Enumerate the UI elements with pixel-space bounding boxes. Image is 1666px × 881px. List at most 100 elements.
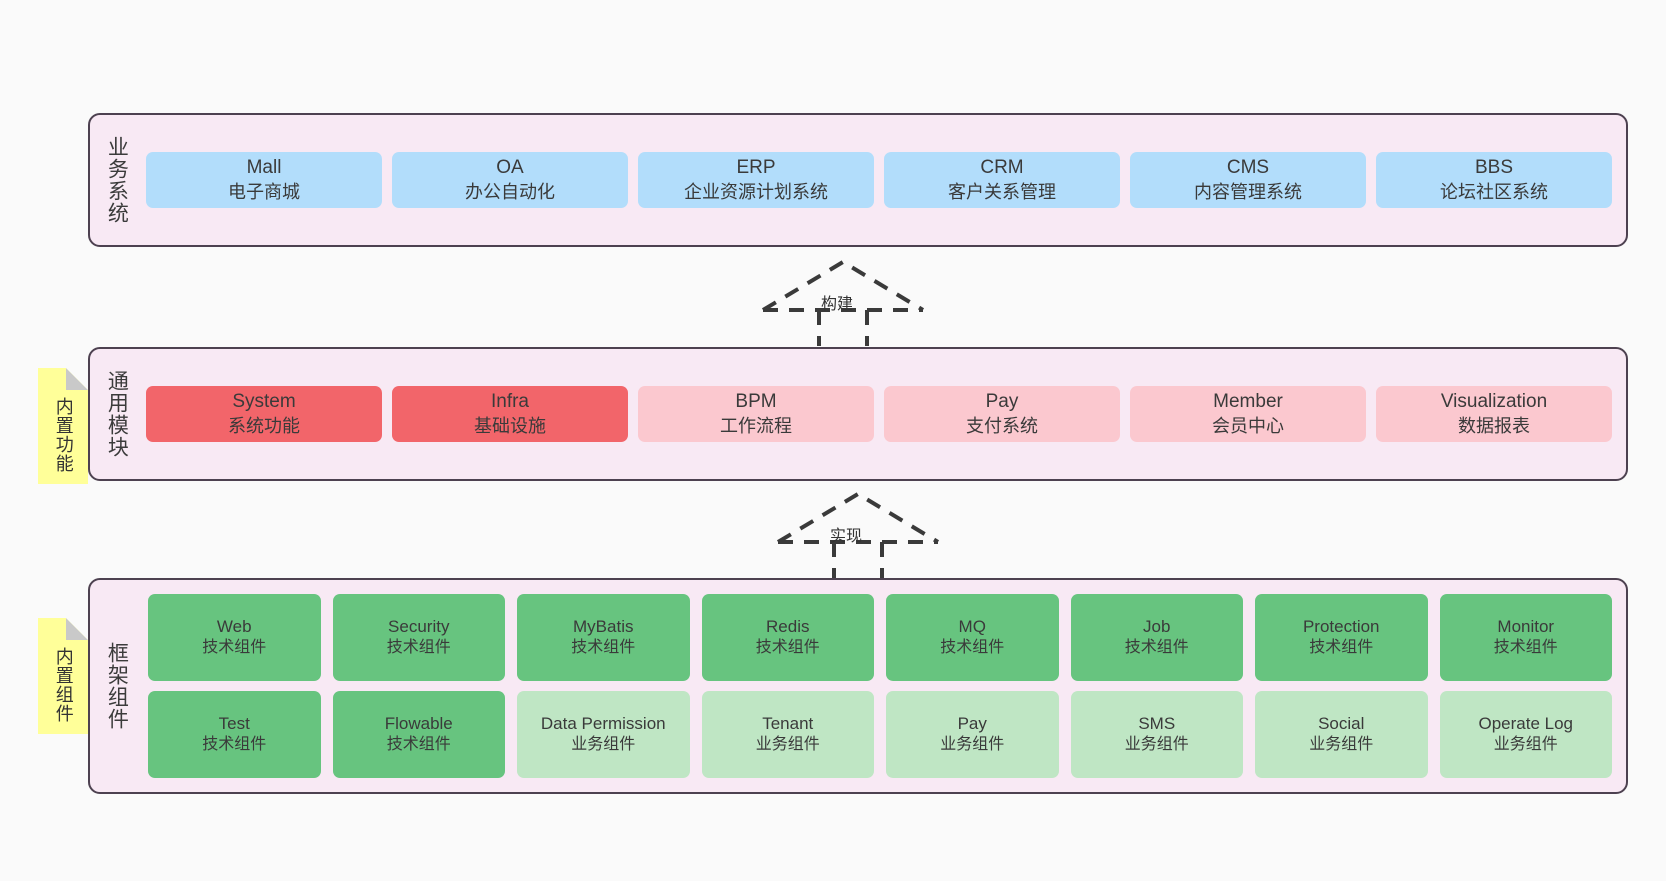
layer-business-system-label: 业务系统 <box>105 136 129 224</box>
node-title-en: CRM <box>980 156 1024 178</box>
node-title-cn: 技术组件 <box>940 639 1005 657</box>
node-bpm[interactable]: BPM 工作流程 <box>638 385 874 443</box>
node-title-cn: 业务组件 <box>940 736 1005 754</box>
node-title-cn: 会员中心 <box>1212 415 1284 436</box>
connector-build-label: 构建 <box>821 296 854 313</box>
connector-implement-label: 实现 <box>830 528 863 545</box>
node-title-cn: 客户关系管理 <box>948 181 1056 202</box>
node-title-en: BBS <box>1474 156 1514 178</box>
node-title-en: ERP <box>736 156 776 178</box>
node-title-en: Redis <box>766 617 810 637</box>
sticky-note-text: 内置功能 <box>53 397 74 473</box>
node-social[interactable]: Social 业务组件 <box>1255 691 1428 778</box>
node-title-en: BPM <box>735 390 777 412</box>
node-title-en: Tenant <box>762 714 814 734</box>
node-title-cn: 技术组件 <box>755 639 820 657</box>
node-job[interactable]: Job 技术组件 <box>1070 594 1243 681</box>
node-infra[interactable]: Infra 基础设施 <box>392 385 628 443</box>
connector-implement[interactable]: 实现 <box>772 490 944 578</box>
node-title-en: System <box>232 390 296 412</box>
node-oa[interactable]: OA 办公自动化 <box>392 151 628 209</box>
layer-business-system[interactable]: 业务系统 Mall 电子商城 OA 办公自动化 ERP 企业资源计划系统 CRM… <box>88 113 1628 247</box>
node-erp[interactable]: ERP 企业资源计划系统 <box>638 151 874 209</box>
node-data-permission[interactable]: Data Permission 业务组件 <box>517 691 690 778</box>
node-title-cn: 系统功能 <box>228 415 300 436</box>
node-title-en: OA <box>496 156 524 178</box>
node-title-en: MQ <box>958 617 986 637</box>
node-title-en: Flowable <box>384 714 453 734</box>
sticky-fold-corner-icon <box>66 368 88 390</box>
node-flowable[interactable]: Flowable 技术组件 <box>332 691 505 778</box>
node-title-en: Security <box>388 617 450 637</box>
node-pay-module[interactable]: Pay 支付系统 <box>884 385 1120 443</box>
node-title-cn: 支付系统 <box>966 415 1038 436</box>
node-protection[interactable]: Protection 技术组件 <box>1255 594 1428 681</box>
node-title-en: Visualization <box>1440 390 1548 412</box>
node-mybatis[interactable]: MyBatis 技术组件 <box>517 594 690 681</box>
sticky-note-builtin-features[interactable]: 内置功能 <box>38 368 88 484</box>
layer-framework-component-label: 框架组件 <box>105 642 129 730</box>
node-title-en: Test <box>218 714 250 734</box>
node-title-cn: 技术组件 <box>1124 639 1189 657</box>
node-title-cn: 数据报表 <box>1458 415 1530 436</box>
common-module-node-grid: System 系统功能 Infra 基础设施 BPM 工作流程 Pay 支付系统… <box>138 349 1626 479</box>
layer-common-module[interactable]: 通用模块 System 系统功能 Infra 基础设施 BPM 工作流程 Pay… <box>88 347 1628 481</box>
sticky-note-text: 内置组件 <box>53 647 74 723</box>
node-title-en: Pay <box>957 714 987 734</box>
layer-framework-component[interactable]: 框架组件 Web 技术组件 Security 技术组件 MyBatis 技术组件… <box>88 578 1628 794</box>
node-title-en: Monitor <box>1497 617 1555 637</box>
node-system[interactable]: System 系统功能 <box>146 385 382 443</box>
node-title-en: Mall <box>246 156 282 178</box>
node-title-en: Job <box>1143 617 1171 637</box>
node-title-cn: 技术组件 <box>386 639 451 657</box>
node-title-cn: 工作流程 <box>720 415 792 436</box>
layer-common-module-label: 通用模块 <box>105 370 129 458</box>
sticky-note-builtin-components[interactable]: 内置组件 <box>38 618 88 734</box>
node-mq[interactable]: MQ 技术组件 <box>886 594 1059 681</box>
node-title-en: Social <box>1318 714 1365 734</box>
node-title-cn: 内容管理系统 <box>1194 181 1302 202</box>
node-tenant[interactable]: Tenant 业务组件 <box>701 691 874 778</box>
node-test[interactable]: Test 技术组件 <box>148 691 321 778</box>
node-title-en: Web <box>216 617 252 637</box>
node-visualization[interactable]: Visualization 数据报表 <box>1376 385 1612 443</box>
node-monitor[interactable]: Monitor 技术组件 <box>1439 594 1612 681</box>
node-title-en: SMS <box>1138 714 1176 734</box>
node-bbs[interactable]: BBS 论坛社区系统 <box>1376 151 1612 209</box>
node-operate-log[interactable]: Operate Log 业务组件 <box>1439 691 1612 778</box>
node-title-en: Protection <box>1302 617 1380 637</box>
node-crm[interactable]: CRM 客户关系管理 <box>884 151 1120 209</box>
node-mall[interactable]: Mall 电子商城 <box>146 151 382 209</box>
node-title-cn: 业务组件 <box>1309 736 1374 754</box>
node-cms[interactable]: CMS 内容管理系统 <box>1130 151 1366 209</box>
node-title-cn: 电子商城 <box>228 181 300 202</box>
node-title-cn: 业务组件 <box>1124 736 1189 754</box>
generalization-arrow-icon <box>761 259 925 346</box>
node-title-en: Pay <box>985 390 1019 412</box>
node-sms[interactable]: SMS 业务组件 <box>1070 691 1243 778</box>
node-title-cn: 办公自动化 <box>465 181 555 202</box>
node-title-en: CMS <box>1226 156 1270 178</box>
node-title-cn: 技术组件 <box>1493 639 1558 657</box>
connector-build[interactable]: 构建 <box>757 258 929 346</box>
node-title-cn: 论坛社区系统 <box>1440 181 1548 202</box>
node-title-cn: 技术组件 <box>386 736 451 754</box>
node-title-cn: 企业资源计划系统 <box>684 181 828 202</box>
node-security[interactable]: Security 技术组件 <box>332 594 505 681</box>
node-title-en: Infra <box>490 390 530 412</box>
business-system-node-grid: Mall 电子商城 OA 办公自动化 ERP 企业资源计划系统 CRM 客户关系… <box>138 115 1626 245</box>
node-web[interactable]: Web 技术组件 <box>148 594 321 681</box>
node-title-cn: 业务组件 <box>755 736 820 754</box>
node-title-en: Member <box>1213 390 1283 412</box>
node-title-cn: 基础设施 <box>474 415 546 436</box>
node-member[interactable]: Member 会员中心 <box>1130 385 1366 443</box>
generalization-arrow-icon <box>776 491 940 578</box>
node-title-cn: 业务组件 <box>571 736 636 754</box>
node-title-cn: 技术组件 <box>1309 639 1374 657</box>
node-pay-component[interactable]: Pay 业务组件 <box>886 691 1059 778</box>
node-redis[interactable]: Redis 技术组件 <box>701 594 874 681</box>
node-title-cn: 技术组件 <box>202 736 267 754</box>
node-title-cn: 技术组件 <box>202 639 267 657</box>
framework-component-node-grid: Web 技术组件 Security 技术组件 MyBatis 技术组件 Redi… <box>138 580 1626 792</box>
node-title-cn: 业务组件 <box>1493 736 1558 754</box>
